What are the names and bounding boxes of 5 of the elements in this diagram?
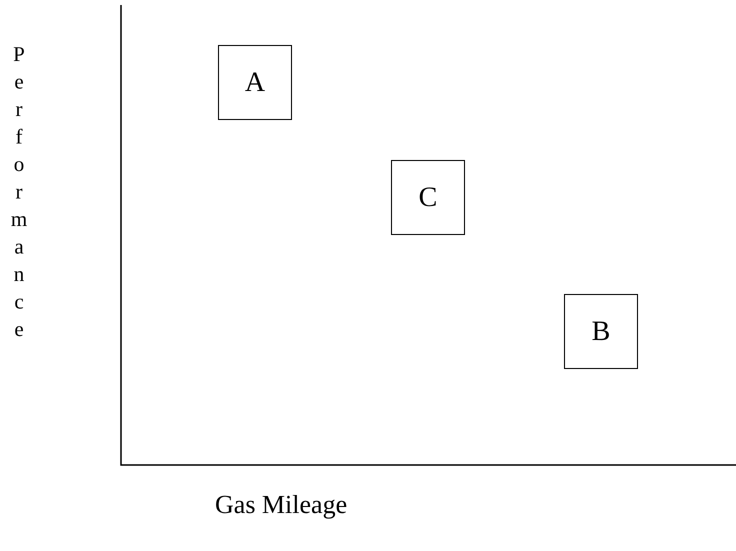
position-box: A bbox=[218, 45, 292, 120]
position-box: C bbox=[391, 160, 465, 235]
axis-title: Performance bbox=[6, 42, 31, 344]
position-box: B bbox=[564, 294, 638, 369]
axis-title: Gas Mileage bbox=[215, 490, 348, 520]
